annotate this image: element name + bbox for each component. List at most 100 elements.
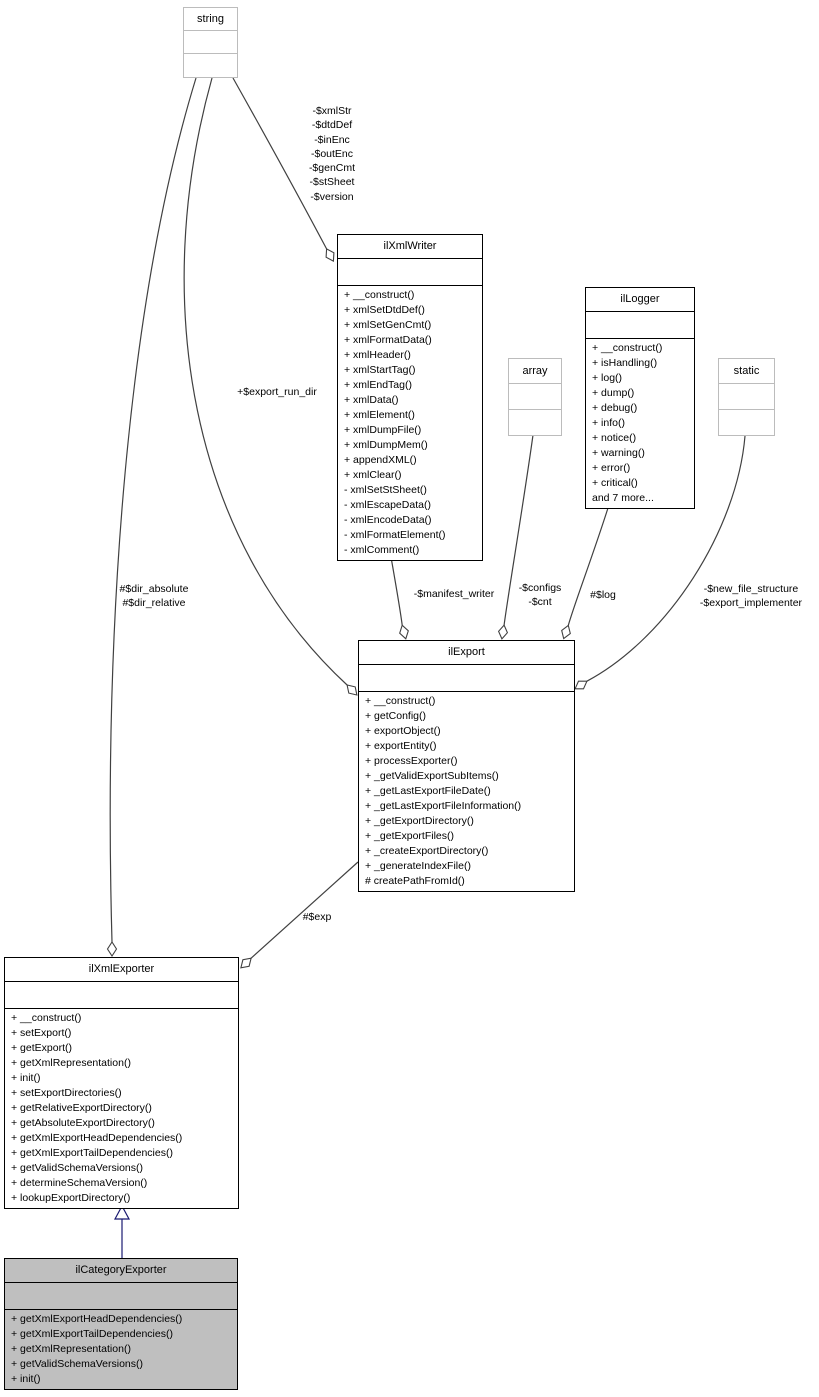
- aggregation-diamond: [561, 624, 571, 640]
- edge-string-to-ilxmlwriter: [232, 77, 328, 250]
- class-methods: + __construct()+ isHandling()+ log()+ du…: [586, 339, 694, 508]
- method-entry: + getValidSchemaVersions(): [11, 1358, 143, 1370]
- class-methods-empty: [719, 410, 774, 435]
- edge-static-to-ilexport: [586, 435, 746, 682]
- edge-label-xmlwriter-members: -$xmlStr -$dtdDef -$inEnc -$outEnc -$gen…: [308, 105, 356, 203]
- method-entry: + __construct(): [11, 1012, 82, 1024]
- class-ilxmlwriter[interactable]: ilXmlWriter + __construct() + xmlSetDtdDe…: [337, 234, 483, 561]
- class-title: array: [509, 359, 561, 384]
- class-methods-empty: [509, 410, 561, 435]
- class-title: static: [719, 359, 774, 384]
- inheritance-arrowhead: [113, 1204, 131, 1220]
- edge-array-to-ilexport: [503, 434, 534, 626]
- class-title: ilLogger: [586, 288, 694, 312]
- edge-ilexport-to-ilxmlexporter: [250, 861, 359, 959]
- method-entry: # createPathFromId(): [365, 875, 465, 887]
- method-entry: + setExportDirectories(): [11, 1087, 122, 1099]
- aggregation-diamond: [106, 940, 118, 958]
- method-entry: + log(): [592, 372, 623, 384]
- method-entry: + _getLastExportFileInformation(): [365, 800, 522, 812]
- method-entry: + debug(): [592, 402, 638, 414]
- edge-label-dir-members: #$dir_absolute #$dir_relative: [119, 583, 189, 609]
- class-methods-empty: [184, 54, 237, 77]
- edge-label-exp: #$exp: [302, 911, 332, 923]
- class-title: ilCategoryExporter: [5, 1259, 237, 1283]
- method-entry: - xmlFormatElement(): [344, 529, 446, 541]
- method-entry: + info(): [592, 417, 625, 429]
- method-entry: - xmlSetStSheet(): [344, 484, 427, 496]
- class-attributes-empty: [5, 982, 238, 1009]
- method-entry: + xmlClear(): [344, 469, 402, 481]
- class-title: ilXmlWriter: [338, 235, 482, 259]
- method-entry: - xmlEscapeData(): [344, 499, 431, 511]
- class-attributes-empty: [509, 384, 561, 410]
- class-attributes-empty: [586, 312, 694, 339]
- class-attributes-empty: [338, 259, 482, 286]
- method-entry: + _getExportDirectory(): [365, 815, 474, 827]
- method-entry: + dump(): [592, 387, 635, 399]
- method-entry: + appendXML(): [344, 454, 417, 466]
- method-entry: + xmlEndTag(): [344, 379, 412, 391]
- method-entry: + xmlHeader(): [344, 349, 411, 361]
- method-entry: + exportEntity(): [365, 740, 437, 752]
- edge-string-to-ilexport: [183, 77, 348, 686]
- class-methods: + __construct() + getConfig() + exportObje…: [359, 692, 574, 891]
- method-entry: + _getValidExportSubItems(): [365, 770, 499, 782]
- class-title: string: [184, 8, 237, 31]
- class-illogger[interactable]: ilLogger + __construct()+ isHandling()+ …: [585, 287, 695, 509]
- edge-illogger-to-ilexport: [567, 507, 609, 626]
- method-entry: + xmlFormatData(): [344, 334, 432, 346]
- method-entry: + exportObject(): [365, 725, 441, 737]
- method-entry: + xmlStartTag(): [344, 364, 416, 376]
- class-title: ilExport: [359, 641, 574, 665]
- method-entry: + lookupExportDirectory(): [11, 1192, 131, 1204]
- aggregation-diamond: [399, 624, 409, 640]
- method-entry: + getRelativeExportDirectory(): [11, 1102, 152, 1114]
- class-attributes-empty: [359, 665, 574, 692]
- class-attributes-empty: [5, 1283, 237, 1310]
- method-entry: + setExport(): [11, 1027, 72, 1039]
- method-entry: - xmlComment(): [344, 544, 420, 556]
- method-entry: + _getLastExportFileDate(): [365, 785, 491, 797]
- method-entry: + determineSchemaVersion(): [11, 1177, 148, 1189]
- edge-label-export-run-dir: +$export_run_dir: [237, 386, 317, 398]
- method-entry: + init(): [11, 1072, 41, 1084]
- aggregation-diamond: [346, 684, 358, 696]
- class-attributes-empty: [184, 31, 237, 54]
- class-static: static: [718, 358, 775, 436]
- method-entry: + getXmlRepresentation(): [11, 1057, 131, 1069]
- method-entry: + getXmlRepresentation(): [11, 1343, 131, 1355]
- aggregation-diamond: [574, 680, 588, 690]
- method-entry: + warning(): [592, 447, 645, 459]
- edge-label-configs-cnt: -$configs -$cnt: [518, 582, 562, 608]
- method-entry: + getXmlExportTailDependencies(): [11, 1328, 173, 1340]
- method-entry: + getXmlExportHeadDependencies(): [11, 1132, 183, 1144]
- method-entry: + getExport(): [11, 1042, 72, 1054]
- method-entry: + xmlSetDtdDef(): [344, 304, 425, 316]
- method-entry: + xmlData(): [344, 394, 399, 406]
- class-string: string: [183, 7, 238, 78]
- class-methods: + __construct() + setExport() + getExport(…: [5, 1009, 238, 1208]
- class-methods: + getXmlExportHeadDependencies()+ getXml…: [5, 1310, 237, 1389]
- method-entry: + _generateIndexFile(): [365, 860, 471, 872]
- method-entry: + __construct(): [344, 289, 415, 301]
- method-entry: + xmlSetGenCmt(): [344, 319, 432, 331]
- class-ilexport[interactable]: ilExport + __construct() + getConfig() + e…: [358, 640, 575, 892]
- class-methods: + __construct() + xmlSetDtdDef() + xmlSetG…: [338, 286, 482, 560]
- method-entry: + xmlElement(): [344, 409, 415, 421]
- edge-label-log: #$log: [590, 589, 616, 601]
- method-entry: + _getExportFiles(): [365, 830, 454, 842]
- method-entry: + processExporter(): [365, 755, 458, 767]
- aggregation-diamond: [325, 248, 335, 262]
- class-title: ilXmlExporter: [5, 958, 238, 982]
- aggregation-diamond: [240, 957, 252, 969]
- method-entry: + getConfig(): [365, 710, 426, 722]
- method-entry: + _createExportDirectory(): [365, 845, 489, 857]
- method-entry: + getValidSchemaVersions(): [11, 1162, 143, 1174]
- edge-label-manifest-writer: -$manifest_writer: [413, 588, 495, 600]
- method-entry: + __construct(): [365, 695, 436, 707]
- class-ilxmlexporter[interactable]: ilXmlExporter + __construct() + setExport…: [4, 957, 239, 1209]
- method-entry: and 7 more...: [592, 492, 654, 504]
